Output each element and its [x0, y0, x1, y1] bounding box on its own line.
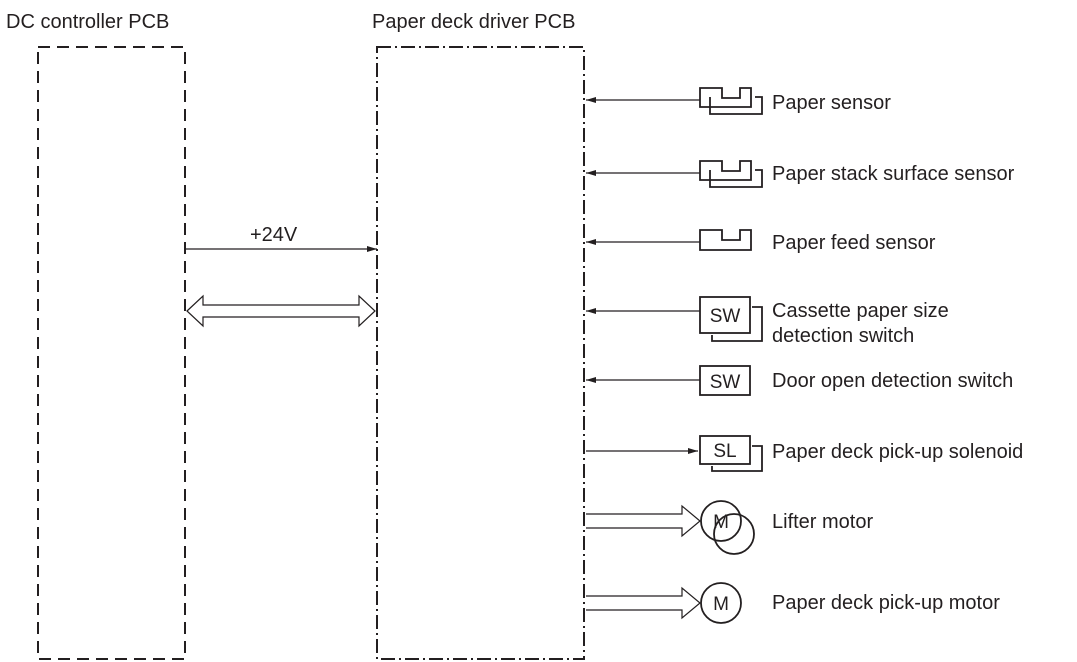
pickup-motor-group: M Paper deck pick-up motor	[586, 582, 1000, 624]
motor-icon	[700, 582, 742, 624]
pickup-solenoid-label: Paper deck pick-up solenoid	[772, 441, 1023, 463]
dc-controller-box	[37, 46, 186, 660]
cassette-size-switch-label-line2: detection switch	[772, 325, 914, 347]
solenoid-icon-back	[711, 445, 763, 472]
pickup-motor-drive-arrow	[586, 586, 701, 620]
switch-symbol: SW	[710, 306, 741, 327]
lifter-motor-label: Lifter motor	[772, 511, 873, 533]
paper-sensor-label: Paper sensor	[772, 92, 891, 114]
door-open-switch-group: SW Door open detection switch	[586, 365, 1013, 396]
pickup-motor-label: Paper deck pick-up motor	[772, 592, 1000, 614]
paper-stack-surface-sensor-group: Paper stack surface sensor	[586, 160, 1015, 188]
cassette-size-switch-group: SW Cassette paper size detection switch	[586, 296, 949, 347]
paper-feed-sensor-group: Paper feed sensor	[586, 229, 936, 254]
power-24v-label: +24V	[250, 224, 298, 246]
switch-symbol: SW	[710, 372, 741, 393]
bidirectional-bus-arrow	[186, 294, 376, 328]
paper-sensor-icon-back	[709, 96, 763, 115]
lifter-motor-drive-arrow	[586, 504, 701, 538]
switch-icon-back	[711, 306, 763, 342]
cassette-size-switch-label-line1: Cassette paper size	[772, 300, 949, 322]
photo-interrupter-icon	[699, 87, 752, 108]
door-open-switch-label: Door open detection switch	[772, 370, 1013, 392]
photo-interrupter-icon	[699, 229, 752, 251]
motor-symbol: M	[713, 594, 729, 615]
motor-icon-back	[713, 513, 755, 555]
motor-icon	[700, 500, 742, 542]
paper-stack-sensor-icon-back	[709, 169, 763, 188]
solenoid-icon	[699, 435, 751, 465]
lifter-motor-group: M Lifter motor	[586, 500, 873, 555]
switch-icon	[699, 365, 751, 396]
dc-controller-title: DC controller PCB	[6, 11, 169, 33]
motor-symbol: M	[713, 512, 729, 533]
paper-sensor-group: Paper sensor	[586, 87, 891, 115]
paper-deck-driver-title: Paper deck driver PCB	[372, 11, 575, 33]
solenoid-symbol: SL	[713, 441, 736, 462]
paper-stack-surface-sensor-label: Paper stack surface sensor	[772, 163, 1015, 185]
pickup-solenoid-group: SL Paper deck pick-up solenoid	[586, 435, 1023, 472]
paper-feed-sensor-label: Paper feed sensor	[772, 232, 936, 254]
switch-icon	[699, 296, 751, 334]
photo-interrupter-icon	[699, 160, 752, 181]
paper-deck-driver-box	[376, 46, 585, 660]
